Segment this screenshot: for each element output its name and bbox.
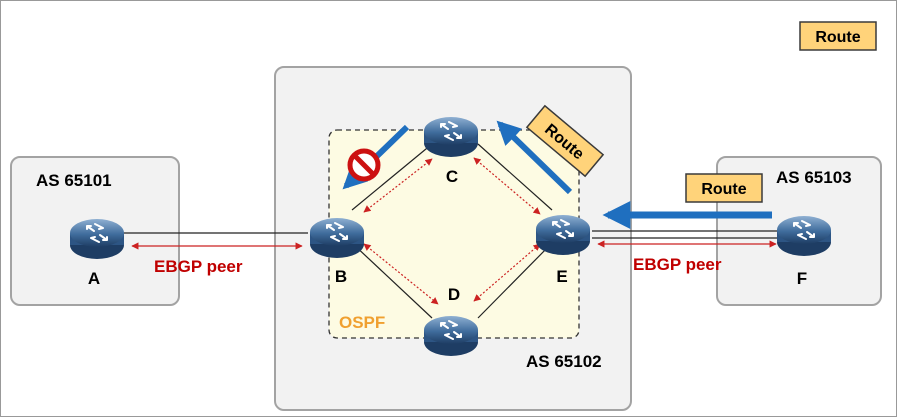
router-e-icon	[535, 214, 591, 256]
peer-label-left: EBGP peer	[154, 257, 243, 276]
router-b-label: B	[335, 267, 347, 286]
peer-arrows	[131, 157, 777, 305]
router-a-icon	[69, 218, 125, 260]
as-label-left: AS 65101	[36, 171, 112, 190]
incoming-route-tag: Route	[685, 173, 763, 203]
route-arrow-e-to-c	[496, 120, 573, 195]
router-c-icon	[423, 116, 479, 158]
router-d-icon	[423, 315, 479, 357]
incoming-route-label: Route	[701, 181, 746, 198]
as-label-middle: AS 65102	[526, 352, 602, 371]
router-b-icon	[309, 217, 365, 259]
router-f-label: F	[797, 269, 807, 288]
router-c-label: C	[446, 167, 458, 186]
router-d-label: D	[448, 285, 460, 304]
router-e-label: E	[556, 267, 567, 286]
legend-route-tag: Route	[799, 21, 877, 51]
peer-label-right: EBGP peer	[633, 255, 722, 274]
as-label-right: AS 65103	[776, 168, 852, 187]
router-a-label: A	[88, 269, 100, 288]
legend-route-label: Route	[815, 29, 860, 46]
ospf-label: OSPF	[339, 313, 385, 332]
block-icon	[347, 148, 381, 182]
router-f-icon	[776, 215, 832, 257]
